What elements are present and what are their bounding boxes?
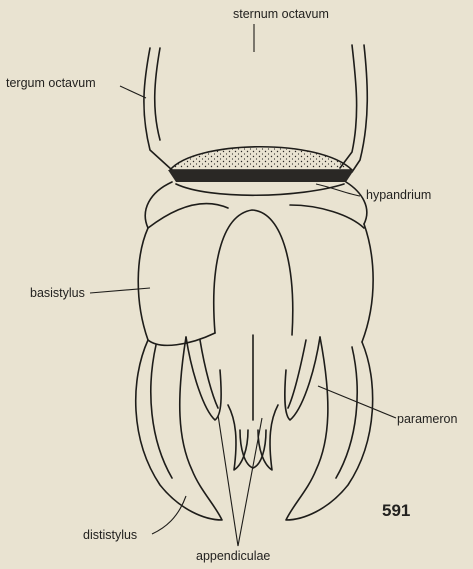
label-dististylus: dististylus [83,529,137,542]
figure-number: 591 [382,502,410,519]
central-lobe [214,210,293,335]
dististylus-right [286,337,373,520]
label-tergum-octavum: tergum octavum [6,77,96,90]
label-basistylus: basistylus [30,287,85,300]
appendiculae-hooks [228,335,278,470]
leader-dististylus [152,496,186,534]
leader-tergum [120,86,146,98]
hypandrium-band [168,170,354,182]
sternum-stipple [172,148,350,168]
label-parameron: parameron [397,413,457,426]
label-appendiculae: appendiculae [196,550,270,563]
label-hypandrium: hypandrium [366,189,431,202]
dististylus-left [136,337,222,520]
leader-basistylus [90,288,150,293]
basistylus-body [138,204,373,346]
label-sternum-octavum: sternum octavum [233,8,329,21]
